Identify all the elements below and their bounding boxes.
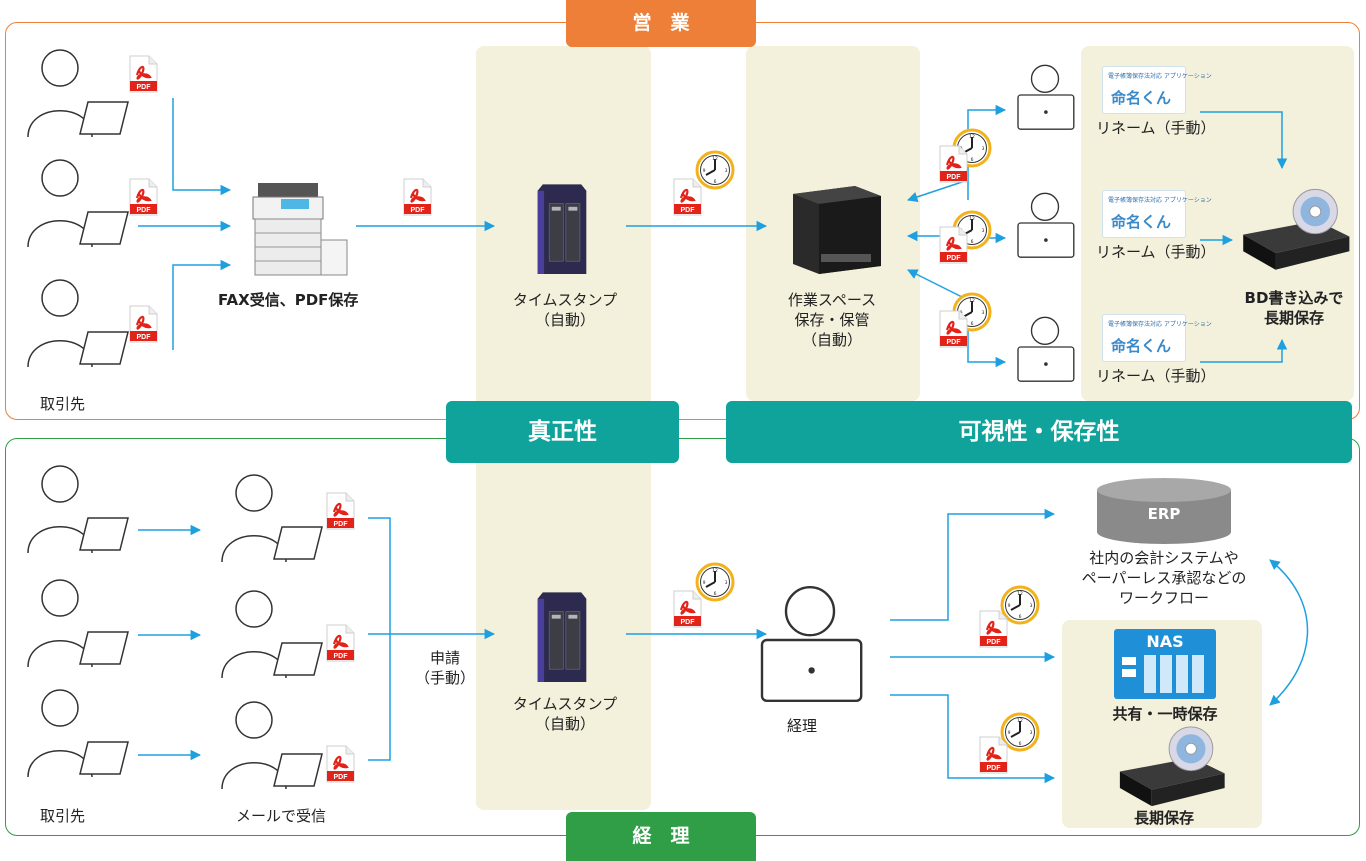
band-authenticity: 真正性: [446, 401, 679, 463]
sales-staff-2-icon: [1000, 168, 1090, 278]
receiver-1-icon: [212, 462, 332, 572]
pdf-icon: [938, 226, 968, 264]
mail-label: メールで受信: [236, 807, 327, 825]
timestamp-nas-icon: [512, 586, 612, 682]
rename-label-2: リネーム（手動）: [1096, 243, 1216, 261]
top-timestamp-label: タイムスタンプ （自動）: [512, 291, 618, 329]
archive-label: 長期保存: [1133, 809, 1194, 827]
fax-label: FAX受信、PDF保存: [218, 291, 359, 309]
multifunction-printer-icon: [252, 183, 348, 276]
workspace-label: 作業スペース 保存・保管 （自動）: [787, 291, 877, 349]
client-person-4-icon: [18, 458, 138, 558]
band-visibility: 可視性・保存性: [726, 401, 1352, 463]
nas-icon: NAS: [1114, 629, 1216, 699]
bottom-timestamp-label: タイムスタンプ （自動）: [512, 695, 618, 733]
pdf-icon: [978, 736, 1008, 774]
pdf-icon: [128, 305, 158, 343]
client-person-3-icon: [18, 272, 138, 372]
rename-label-3: リネーム（手動）: [1096, 367, 1216, 385]
timestamp-nas-icon: [512, 178, 612, 274]
pdf-icon: [672, 590, 702, 628]
workspace-server-icon: [793, 186, 881, 274]
pdf-icon: [978, 610, 1008, 648]
pdf-icon: [325, 492, 355, 530]
erp-description: 社内の会計システムや ペーパーレス承認などの ワークフロー: [1081, 549, 1247, 607]
nas-description: 共有・一時保存: [1112, 705, 1218, 723]
apply-label: 申請 （手動）: [414, 649, 475, 687]
client-person-1-icon: [18, 42, 138, 142]
pdf-icon: [325, 745, 355, 783]
client-person-6-icon: [18, 682, 138, 782]
rename-app-card-1: 電子帳簿保存法対応 アプリケーション 命名くん: [1102, 66, 1212, 114]
pdf-icon: [128, 55, 158, 93]
pdf-icon: [325, 624, 355, 662]
app-card-name: 命名くん: [1111, 213, 1172, 231]
accounting-label: 経理: [787, 717, 818, 735]
sales-staff-1-icon: [1000, 40, 1090, 150]
pdf-icon: [938, 310, 968, 348]
receiver-3-icon: [212, 694, 332, 794]
header-sales: 営 業: [566, 0, 756, 47]
app-card-name: 命名くん: [1111, 337, 1172, 355]
top-clients-label: 取引先: [40, 395, 86, 413]
bd-label: BD書き込みで 長期保存: [1244, 289, 1344, 327]
rename-app-card-3: 電子帳簿保存法対応 アプリケーション 命名くん: [1102, 314, 1212, 362]
app-card-caption: 電子帳簿保存法対応 アプリケーション: [1108, 321, 1212, 328]
bd-drive-icon: [1234, 182, 1354, 278]
bottom-clients-label: 取引先: [40, 807, 86, 825]
pdf-icon: [402, 178, 432, 216]
app-card-name: 命名くん: [1111, 89, 1172, 107]
erp-label: ERP: [1147, 505, 1181, 523]
archive-drive-icon: [1100, 726, 1240, 808]
app-card-caption: 電子帳簿保存法対応 アプリケーション: [1108, 197, 1212, 204]
receiver-2-icon: [212, 578, 332, 688]
pdf-icon: [938, 145, 968, 183]
pdf-icon: [672, 178, 702, 216]
rename-app-card-2: 電子帳簿保存法対応 アプリケーション 命名くん: [1102, 190, 1212, 238]
erp-database-icon: [1097, 478, 1231, 544]
pdf-icon: [128, 178, 158, 216]
header-accounting: 経 理: [566, 812, 756, 861]
app-card-caption: 電子帳簿保存法対応 アプリケーション: [1108, 73, 1212, 80]
client-person-5-icon: [18, 572, 138, 672]
rename-label-1: リネーム（手動）: [1096, 119, 1216, 137]
accountant-icon: [730, 575, 890, 705]
client-person-2-icon: [18, 152, 138, 252]
nas-label: NAS: [1146, 632, 1184, 651]
sales-staff-3-icon: [1000, 292, 1090, 402]
